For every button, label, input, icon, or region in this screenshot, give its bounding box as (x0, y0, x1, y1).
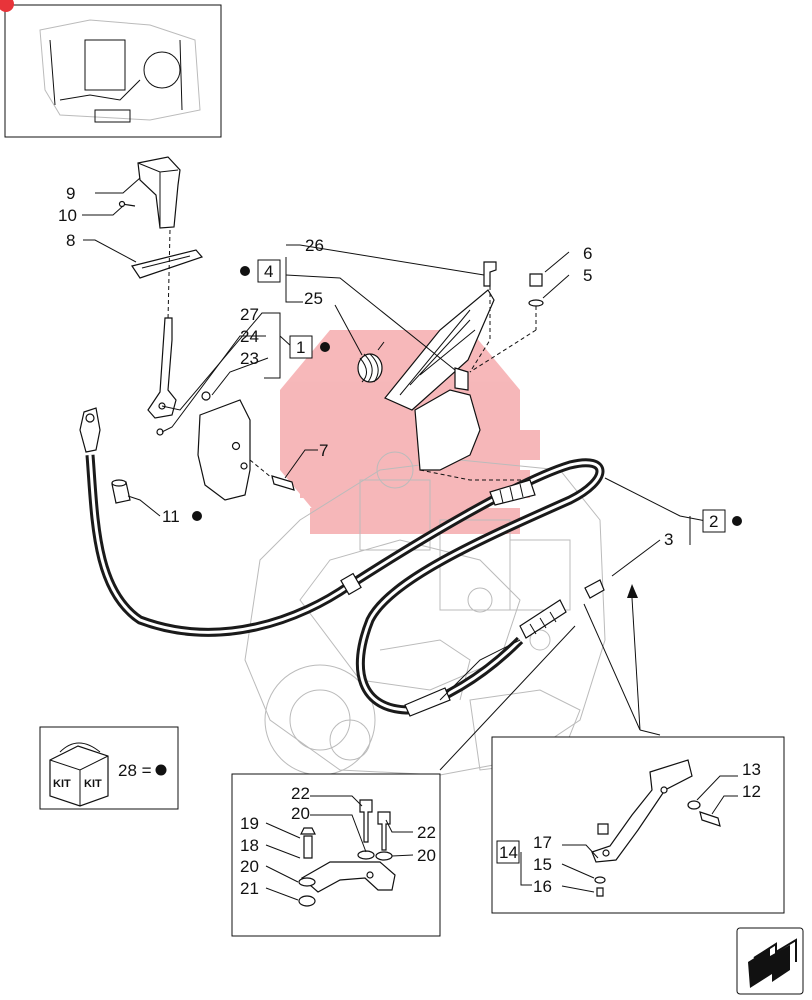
kit-dot-icon (155, 764, 167, 776)
callout-10: 10 (58, 206, 77, 225)
kit-dot-icon (732, 516, 742, 526)
detail-panel-cable-bracket (491, 736, 785, 914)
kit-dot-icon (192, 511, 202, 521)
kit-legend-text: 28 = (118, 761, 152, 780)
svg-text:KIT: KIT (53, 778, 71, 790)
callout-15: 15 (533, 855, 552, 874)
rubber-cap-11 (111, 479, 131, 504)
gasket-seal (131, 249, 204, 279)
callout-6: 6 (583, 244, 592, 263)
assembly-box-4 (257, 259, 281, 283)
kit-box-icon: KIT KIT (49, 742, 109, 807)
callout-27: 27 (240, 305, 259, 324)
callout-20b: 20 (240, 857, 259, 876)
assembly-box-14 (496, 840, 520, 864)
callout-2: 2 (709, 512, 718, 531)
leader-lines (82, 177, 707, 577)
kit-dot-icon (320, 342, 330, 352)
callout-25: 25 (304, 289, 323, 308)
kit-dot-icon (240, 266, 250, 276)
svg-text:KIT: KIT (84, 778, 102, 790)
callout-13: 13 (742, 760, 761, 779)
callout-3: 3 (664, 530, 673, 549)
callout-24: 24 (240, 327, 259, 346)
callout-4: 4 (264, 262, 273, 281)
callout-1: 1 (296, 338, 305, 357)
engine-block-sketch (244, 451, 606, 776)
callout-26: 26 (305, 236, 324, 255)
return-spring-25 (357, 341, 385, 383)
callout-7: 7 (319, 441, 328, 460)
callout-14: 14 (499, 843, 518, 862)
kit-legend: KIT KIT 28 = (39, 726, 179, 810)
bolt-7 (249, 459, 295, 491)
callout-12: 12 (742, 782, 761, 801)
callout-9: 9 (66, 184, 75, 203)
callout-18: 18 (240, 836, 259, 855)
callout-8: 8 (66, 231, 75, 250)
next-page-arrow-icon[interactable] (736, 927, 804, 995)
callout-16: 16 (533, 877, 552, 896)
detail-panel-mount-hardware (231, 773, 441, 937)
accelerator-pedal-assembly (384, 261, 544, 481)
assembly-box-1 (289, 335, 313, 359)
throttle-lever (147, 317, 177, 436)
callout-22b: 22 (417, 823, 436, 842)
callout-21: 21 (240, 879, 259, 898)
callout-11: 11 (162, 507, 180, 526)
callout-20c: 20 (417, 846, 436, 865)
throttle-cable (79, 407, 605, 717)
callout-19: 19 (240, 814, 259, 833)
callout-20a: 20 (291, 804, 310, 823)
hand-throttle-knob (118, 156, 181, 229)
detail-pointer-arrow (439, 584, 661, 771)
callout-23: 23 (240, 349, 259, 368)
thumbnail-corner-badge (0, 0, 14, 12)
assembly-box-2 (702, 509, 726, 533)
throttle-bracket-plate (197, 391, 251, 501)
callout-5: 5 (583, 266, 592, 285)
callout-22a: 22 (291, 784, 310, 803)
overview-thumbnail[interactable] (4, 4, 222, 138)
callout-17: 17 (533, 833, 552, 852)
